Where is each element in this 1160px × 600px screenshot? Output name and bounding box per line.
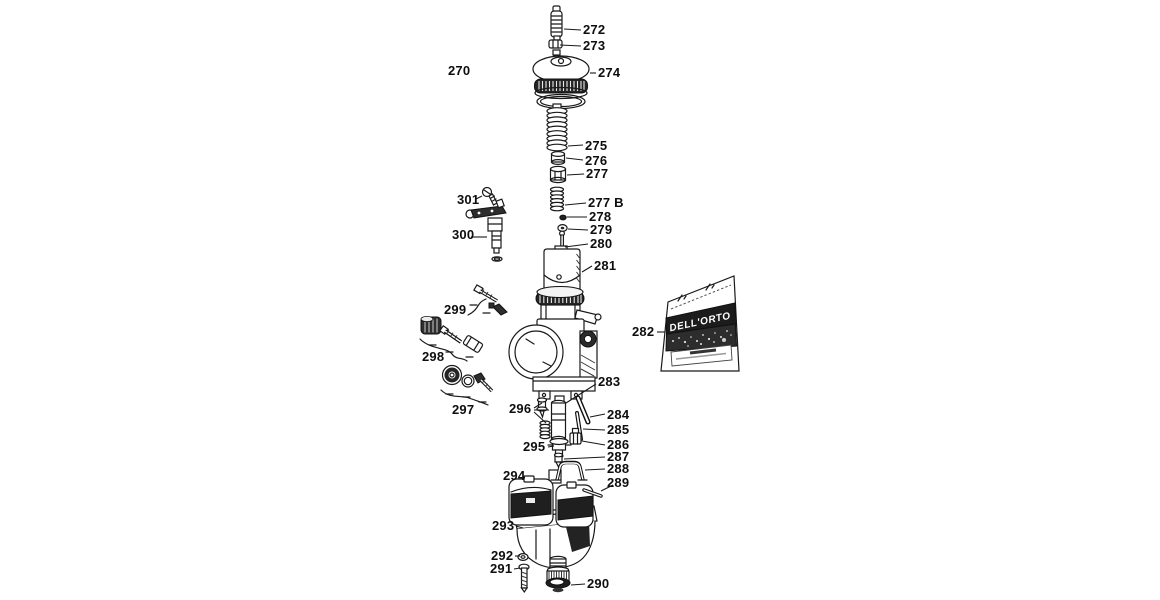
- part-label-290: 290: [587, 576, 610, 591]
- part-label-288: 288: [607, 461, 630, 476]
- part-274-cap: [532, 55, 590, 100]
- part-label-274: 274: [598, 65, 621, 80]
- part-label-300: 300: [452, 227, 475, 242]
- part-292-nut: [517, 552, 529, 561]
- part-label-279: 279: [590, 222, 613, 237]
- atomizer-column: [550, 395, 567, 443]
- part-label-299: 299: [444, 302, 467, 317]
- part-label-281: 281: [594, 258, 617, 273]
- part-298-group: [419, 315, 484, 362]
- part-289-pin: [582, 488, 603, 498]
- part-label-298: 298: [422, 349, 445, 364]
- part-label-294: 294: [503, 468, 526, 483]
- part-label-272: 272: [583, 22, 606, 37]
- part-281-slide: [543, 245, 581, 290]
- part-label-275: 275: [585, 138, 608, 153]
- part-label-295: 295: [523, 439, 546, 454]
- part-299-group: [467, 284, 508, 316]
- part-label-297: 297: [452, 402, 475, 417]
- part-283-body: [508, 285, 602, 400]
- part-label-276: 276: [585, 153, 608, 168]
- part-label-284: 284: [607, 407, 630, 422]
- part-288-clip: [550, 460, 588, 481]
- part-286-jet: [569, 427, 582, 445]
- packet-speckles: [672, 330, 732, 347]
- part-label-289: 289: [607, 475, 630, 490]
- part-279: [557, 224, 568, 233]
- part-296-group: [536, 397, 551, 440]
- part-label-286: 286: [607, 437, 630, 452]
- leader-lines: [471, 28, 665, 586]
- part-278: [559, 214, 567, 221]
- part-297-group: [440, 364, 494, 406]
- part-291-screw: [518, 563, 530, 594]
- part-301-screw: [481, 186, 498, 206]
- part-282-gasket-kit: DELL'ORTO: [660, 275, 740, 372]
- part-label-296: 296: [509, 401, 532, 416]
- part-label-283: 283: [598, 374, 621, 389]
- part-label-270: 270: [448, 63, 471, 78]
- part-276: [550, 151, 566, 166]
- part-290-drain-assembly: [545, 555, 571, 593]
- part-284-rod: [575, 395, 591, 425]
- part-label-277b: 277 B: [588, 195, 624, 210]
- part-label-280: 280: [590, 236, 613, 251]
- part-287-valve: [553, 452, 564, 469]
- part-277b-spring: [549, 186, 565, 212]
- part-275-spring: [546, 103, 568, 152]
- part-294-floats: [508, 469, 594, 528]
- part-300-choke: [465, 198, 507, 262]
- part-label-278: 278: [589, 209, 612, 224]
- part-272: [550, 5, 563, 41]
- part-label-285: 285: [607, 422, 630, 437]
- part-label-282: 282: [632, 324, 655, 339]
- part-label-293: 293: [492, 518, 515, 533]
- part-label-277: 277: [586, 166, 609, 181]
- part-label-291: 291: [490, 561, 513, 576]
- part-label-292: 292: [491, 548, 514, 563]
- part-label-273: 273: [583, 38, 606, 53]
- part-277: [549, 165, 567, 184]
- part-label-301: 301: [457, 192, 480, 207]
- part-label-287: 287: [607, 449, 630, 464]
